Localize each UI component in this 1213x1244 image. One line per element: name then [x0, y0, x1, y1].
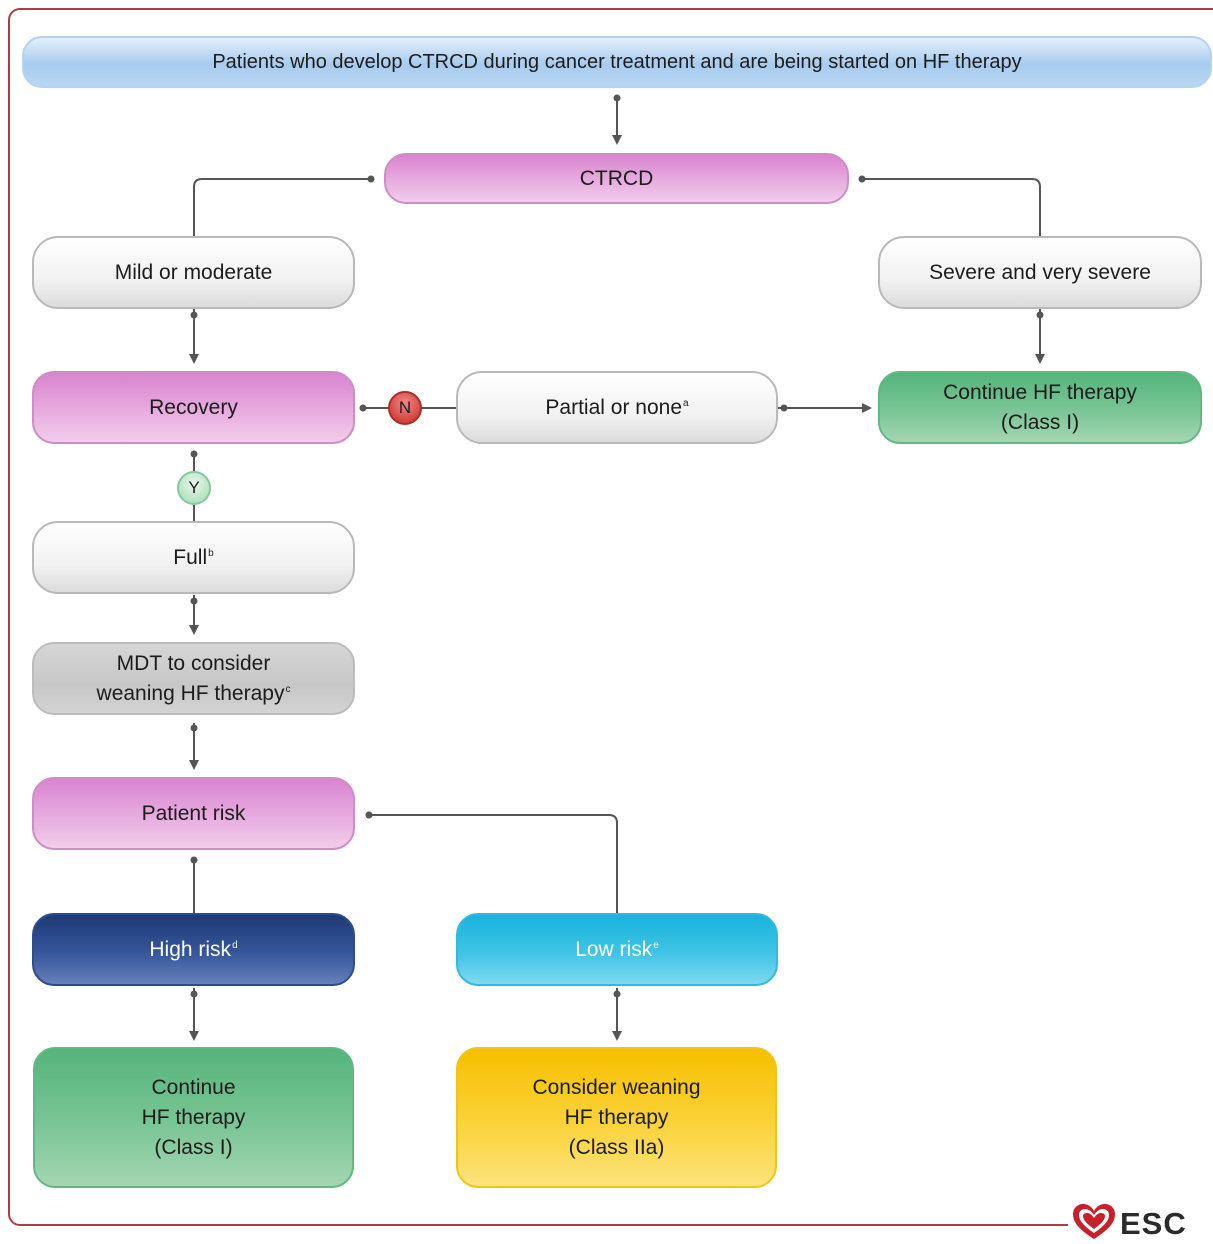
high-risk-footnote: d	[232, 939, 238, 951]
node-severe: Severe and very severe	[878, 236, 1202, 309]
continue-line1: Continue	[151, 1075, 236, 1099]
connector-ctrcd-mild	[193, 178, 371, 236]
connector-ctrcd-severe	[862, 178, 1041, 236]
node-high-risk-label: High riskd	[149, 935, 237, 965]
continue-line3: (Class I)	[154, 1135, 233, 1159]
partial-footnote: a	[683, 397, 689, 409]
node-start-label: Patients who develop CTRCD during cancer…	[212, 51, 1022, 73]
mdt-line1: MDT to consider	[116, 651, 271, 675]
node-continue-hf-top: Continue HF therapy (Class I)	[878, 371, 1202, 444]
badge-yes: Y	[177, 471, 211, 505]
node-recovery-label: Recovery	[149, 395, 238, 419]
node-partial-label: Partial or nonea	[545, 393, 688, 423]
partial-text: Partial or none	[545, 395, 683, 419]
node-mdt: MDT to consider weaning HF therapyc	[32, 642, 355, 715]
node-continue-hf: Continue HF therapy (Class I)	[33, 1047, 354, 1188]
node-low-risk: Low riske	[456, 913, 778, 986]
wean-line1: Consider weaning	[532, 1075, 701, 1099]
esc-logo-text: ESC	[1120, 1206, 1187, 1241]
full-footnote: b	[208, 547, 214, 559]
continue-top-line2: (Class I)	[1000, 410, 1080, 434]
node-low-risk-label: Low riske	[575, 935, 659, 965]
mdt-line2-text: weaning HF therapy	[96, 681, 285, 705]
wean-line2: HF therapy	[564, 1105, 669, 1129]
continue-top-line1: Continue HF therapy	[943, 380, 1137, 404]
node-start: Patients who develop CTRCD during cancer…	[22, 36, 1212, 88]
high-risk-text: High risk	[149, 937, 232, 961]
node-high-risk: High riskd	[32, 913, 355, 986]
mdt-line2: weaning HF therapyc	[97, 679, 291, 709]
badge-no: N	[388, 391, 422, 425]
low-risk-text: Low risk	[575, 937, 653, 961]
badge-yes-label: Y	[188, 478, 200, 497]
node-full-label: Fullb	[173, 543, 213, 573]
low-risk-footnote: e	[653, 939, 659, 951]
node-full: Fullb	[32, 521, 355, 594]
heart-icon	[1073, 1204, 1115, 1239]
node-mild-moderate: Mild or moderate	[32, 236, 355, 309]
node-mild-label: Mild or moderate	[114, 260, 273, 284]
node-patient-risk: Patient risk	[32, 777, 355, 850]
full-text: Full	[173, 545, 208, 569]
node-severe-label: Severe and very severe	[929, 260, 1151, 284]
node-patient-risk-label: Patient risk	[141, 801, 246, 825]
wean-line3: (Class IIa)	[568, 1135, 665, 1159]
connector-risk-low	[369, 814, 618, 913]
badge-no-label: N	[398, 398, 412, 417]
mdt-footnote: c	[285, 683, 291, 695]
node-ctrcd-label: CTRCD	[579, 166, 654, 190]
node-partial: Partial or nonea	[456, 371, 778, 444]
node-ctrcd: CTRCD	[384, 153, 849, 204]
diagram-frame	[8, 8, 1213, 1226]
continue-line2: HF therapy	[141, 1105, 246, 1129]
node-recovery: Recovery	[32, 371, 355, 444]
node-consider-weaning: Consider weaning HF therapy (Class IIa)	[456, 1047, 777, 1188]
